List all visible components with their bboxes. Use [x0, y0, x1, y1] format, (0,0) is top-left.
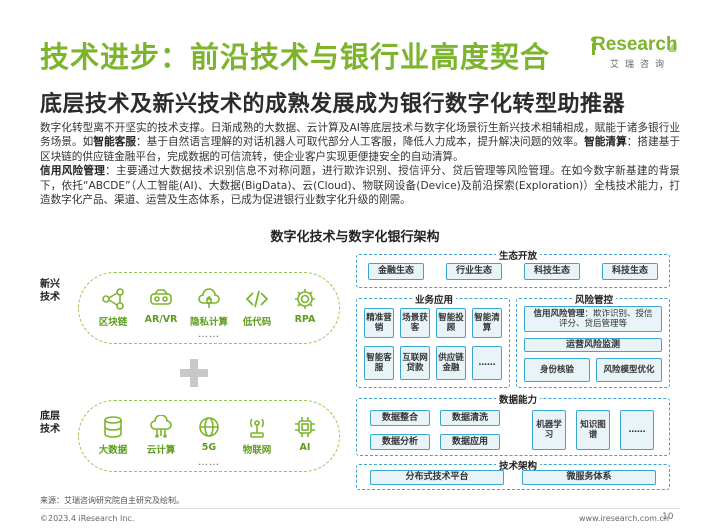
new-tech-item: RPA: [283, 287, 327, 328]
page-number: 10: [662, 512, 674, 522]
biz-item: 场景获客: [400, 308, 430, 338]
new-tech-label-4: RPA: [294, 314, 316, 325]
data-item: 数据整合: [370, 410, 430, 426]
base-tech-group: 大数据 云计算 5G 物联网 AI ……: [78, 400, 340, 472]
base-tech-item: AI: [283, 415, 327, 456]
base-tech-label-2: 5G: [201, 442, 217, 453]
data-item: 数据应用: [440, 434, 500, 450]
base-tech-label-4: AI: [299, 442, 311, 453]
credit-risk-title: 信用风险管理: [533, 309, 585, 319]
data-tech-item: ……: [620, 410, 654, 450]
body-bold-3: 信用风险管理: [40, 165, 106, 178]
eco-item: 行业生态: [446, 263, 502, 280]
privacy-cloud-icon: [198, 288, 220, 308]
base-tech-label-3: 物联网: [242, 445, 272, 456]
body-bold-2: 智能清算: [584, 136, 627, 149]
new-tech-group: 区块链 AR/VR 隐私计算 低代码 RPA ……: [78, 272, 340, 344]
biz-item: 智能投顾: [436, 308, 466, 338]
page-title: 技术进步：前沿技术与银行业高度契合: [40, 40, 551, 74]
bank-architecture: 生态开放 金融生态 行业生态 科技生态 科技生态 业务应用 精准营销 场景获客 …: [356, 248, 670, 490]
new-tech-label-2: 隐私计算: [189, 317, 228, 328]
eco-item: 科技生态: [524, 263, 580, 280]
footer-divider: [40, 508, 680, 509]
data-tech-item: 机器学习: [532, 410, 566, 450]
biz-item: 互联网贷款: [400, 346, 430, 380]
new-tech-label-3: 低代码: [242, 317, 272, 328]
cloud-icon: [150, 415, 172, 438]
base-tech-label-0: 大数据: [98, 445, 128, 456]
plus-icon: [180, 359, 208, 387]
risk-model-item: 风险模型优化: [596, 358, 662, 382]
credit-risk-item: 信用风险管理：欺诈识别、授信评分、贷后管理等: [524, 306, 662, 332]
credit-risk-text: ：欺诈识别、授信评分、贷后管理等: [558, 309, 653, 329]
new-tech-more: ……: [198, 329, 220, 340]
new-tech-item: 隐私计算: [187, 287, 231, 328]
biz-item: ……: [472, 346, 502, 380]
data-item: 数据清洗: [440, 410, 500, 426]
tech-arch-item: 微服务体系: [522, 470, 656, 485]
data-item: 数据分析: [370, 434, 430, 450]
biz-item: 智能清算: [472, 308, 502, 338]
body-text-2: ：基于自然语言理解的对话机器人可取代部分人工客服，降低人力成本，提升解决问题的效…: [136, 136, 585, 149]
business-label: 业务应用: [412, 292, 457, 306]
base-tech-more: ……: [198, 457, 220, 468]
body-text-3: ：搭建基于区块链的供应链金融平台，完成数据的可信流转，使企业客户实现更便捷安全的…: [40, 136, 681, 163]
body-bold-1: 智能客服: [93, 136, 137, 149]
base-tech-item: 物联网: [235, 415, 279, 456]
iot-icon: [249, 418, 265, 438]
new-tech-item: 低代码: [235, 287, 279, 328]
code-icon: [245, 290, 269, 308]
eco-item: 金融生态: [368, 263, 424, 280]
globe-icon: [199, 417, 219, 437]
biz-item: 精准营销: [364, 308, 394, 338]
logo-subtitle: 艾瑞咨询: [610, 60, 671, 70]
body-text-1: 数字化转型离不开坚实的技术支撑。日渐成熟的大数据、云计算及AI等底层技术与数字化…: [40, 122, 680, 149]
data-label: 数据能力: [496, 392, 541, 406]
source-note: 来源：艾瑞咨询研究院自主研究及绘制。: [40, 496, 184, 505]
chip-icon: [295, 417, 315, 437]
ecosystem-label: 生态开放: [496, 248, 541, 262]
base-tech-item: 云计算: [139, 415, 183, 456]
iresearch-logo: Research 艾瑞咨询: [590, 34, 678, 78]
biz-item: 智能客服: [364, 346, 394, 380]
new-tech-label-0: 区块链: [98, 317, 128, 328]
body-text-4: ：主要通过大数据技术识别信息不对称问题，进行欺诈识别、授信评分、贷后管理等风险管…: [40, 165, 681, 207]
vr-headset-icon: [150, 289, 172, 305]
new-tech-label: 新兴技术: [40, 279, 60, 303]
diagram-title: 数字化技术与数字化银行架构: [270, 230, 440, 245]
database-icon: [104, 416, 122, 438]
ops-risk-item: 运营风险监测: [524, 338, 662, 352]
tech-arch-item: 分布式技术平台: [370, 470, 504, 485]
website-link[interactable]: www.iresearch.com.cn: [579, 514, 669, 523]
logo-text: Research: [592, 34, 678, 55]
page-subtitle: 底层技术及新兴技术的成熟发展成为银行数字化转型助推器: [40, 92, 626, 117]
base-tech-label: 底层技术: [40, 411, 60, 435]
tech-arch-label: 技术架构: [496, 458, 541, 472]
gear-icon: [295, 289, 315, 309]
risk-label: 风险管控: [572, 292, 617, 306]
base-tech-label-1: 云计算: [146, 445, 176, 456]
copyright: ©2023.4 iResearch Inc.: [40, 514, 135, 523]
kyc-item: 身份核验: [524, 358, 590, 382]
new-tech-item: 区块链: [91, 287, 135, 328]
new-tech-label-1: AR/VR: [144, 314, 178, 325]
technology-panel: 新兴技术 区块链 AR/VR 隐私计算 低代码 RPA: [40, 262, 340, 482]
body-paragraph: 数字化转型离不开坚实的技术支撑。日渐成熟的大数据、云计算及AI等底层技术与数字化…: [40, 121, 680, 207]
eco-item: 科技生态: [602, 263, 658, 280]
base-tech-item: 5G: [187, 415, 231, 456]
data-tech-item: 知识图谱: [576, 410, 610, 450]
new-tech-item: AR/VR: [139, 287, 183, 328]
biz-item: 供应链金融: [436, 346, 466, 380]
blockchain-icon: [102, 288, 124, 310]
base-tech-item: 大数据: [91, 415, 135, 456]
